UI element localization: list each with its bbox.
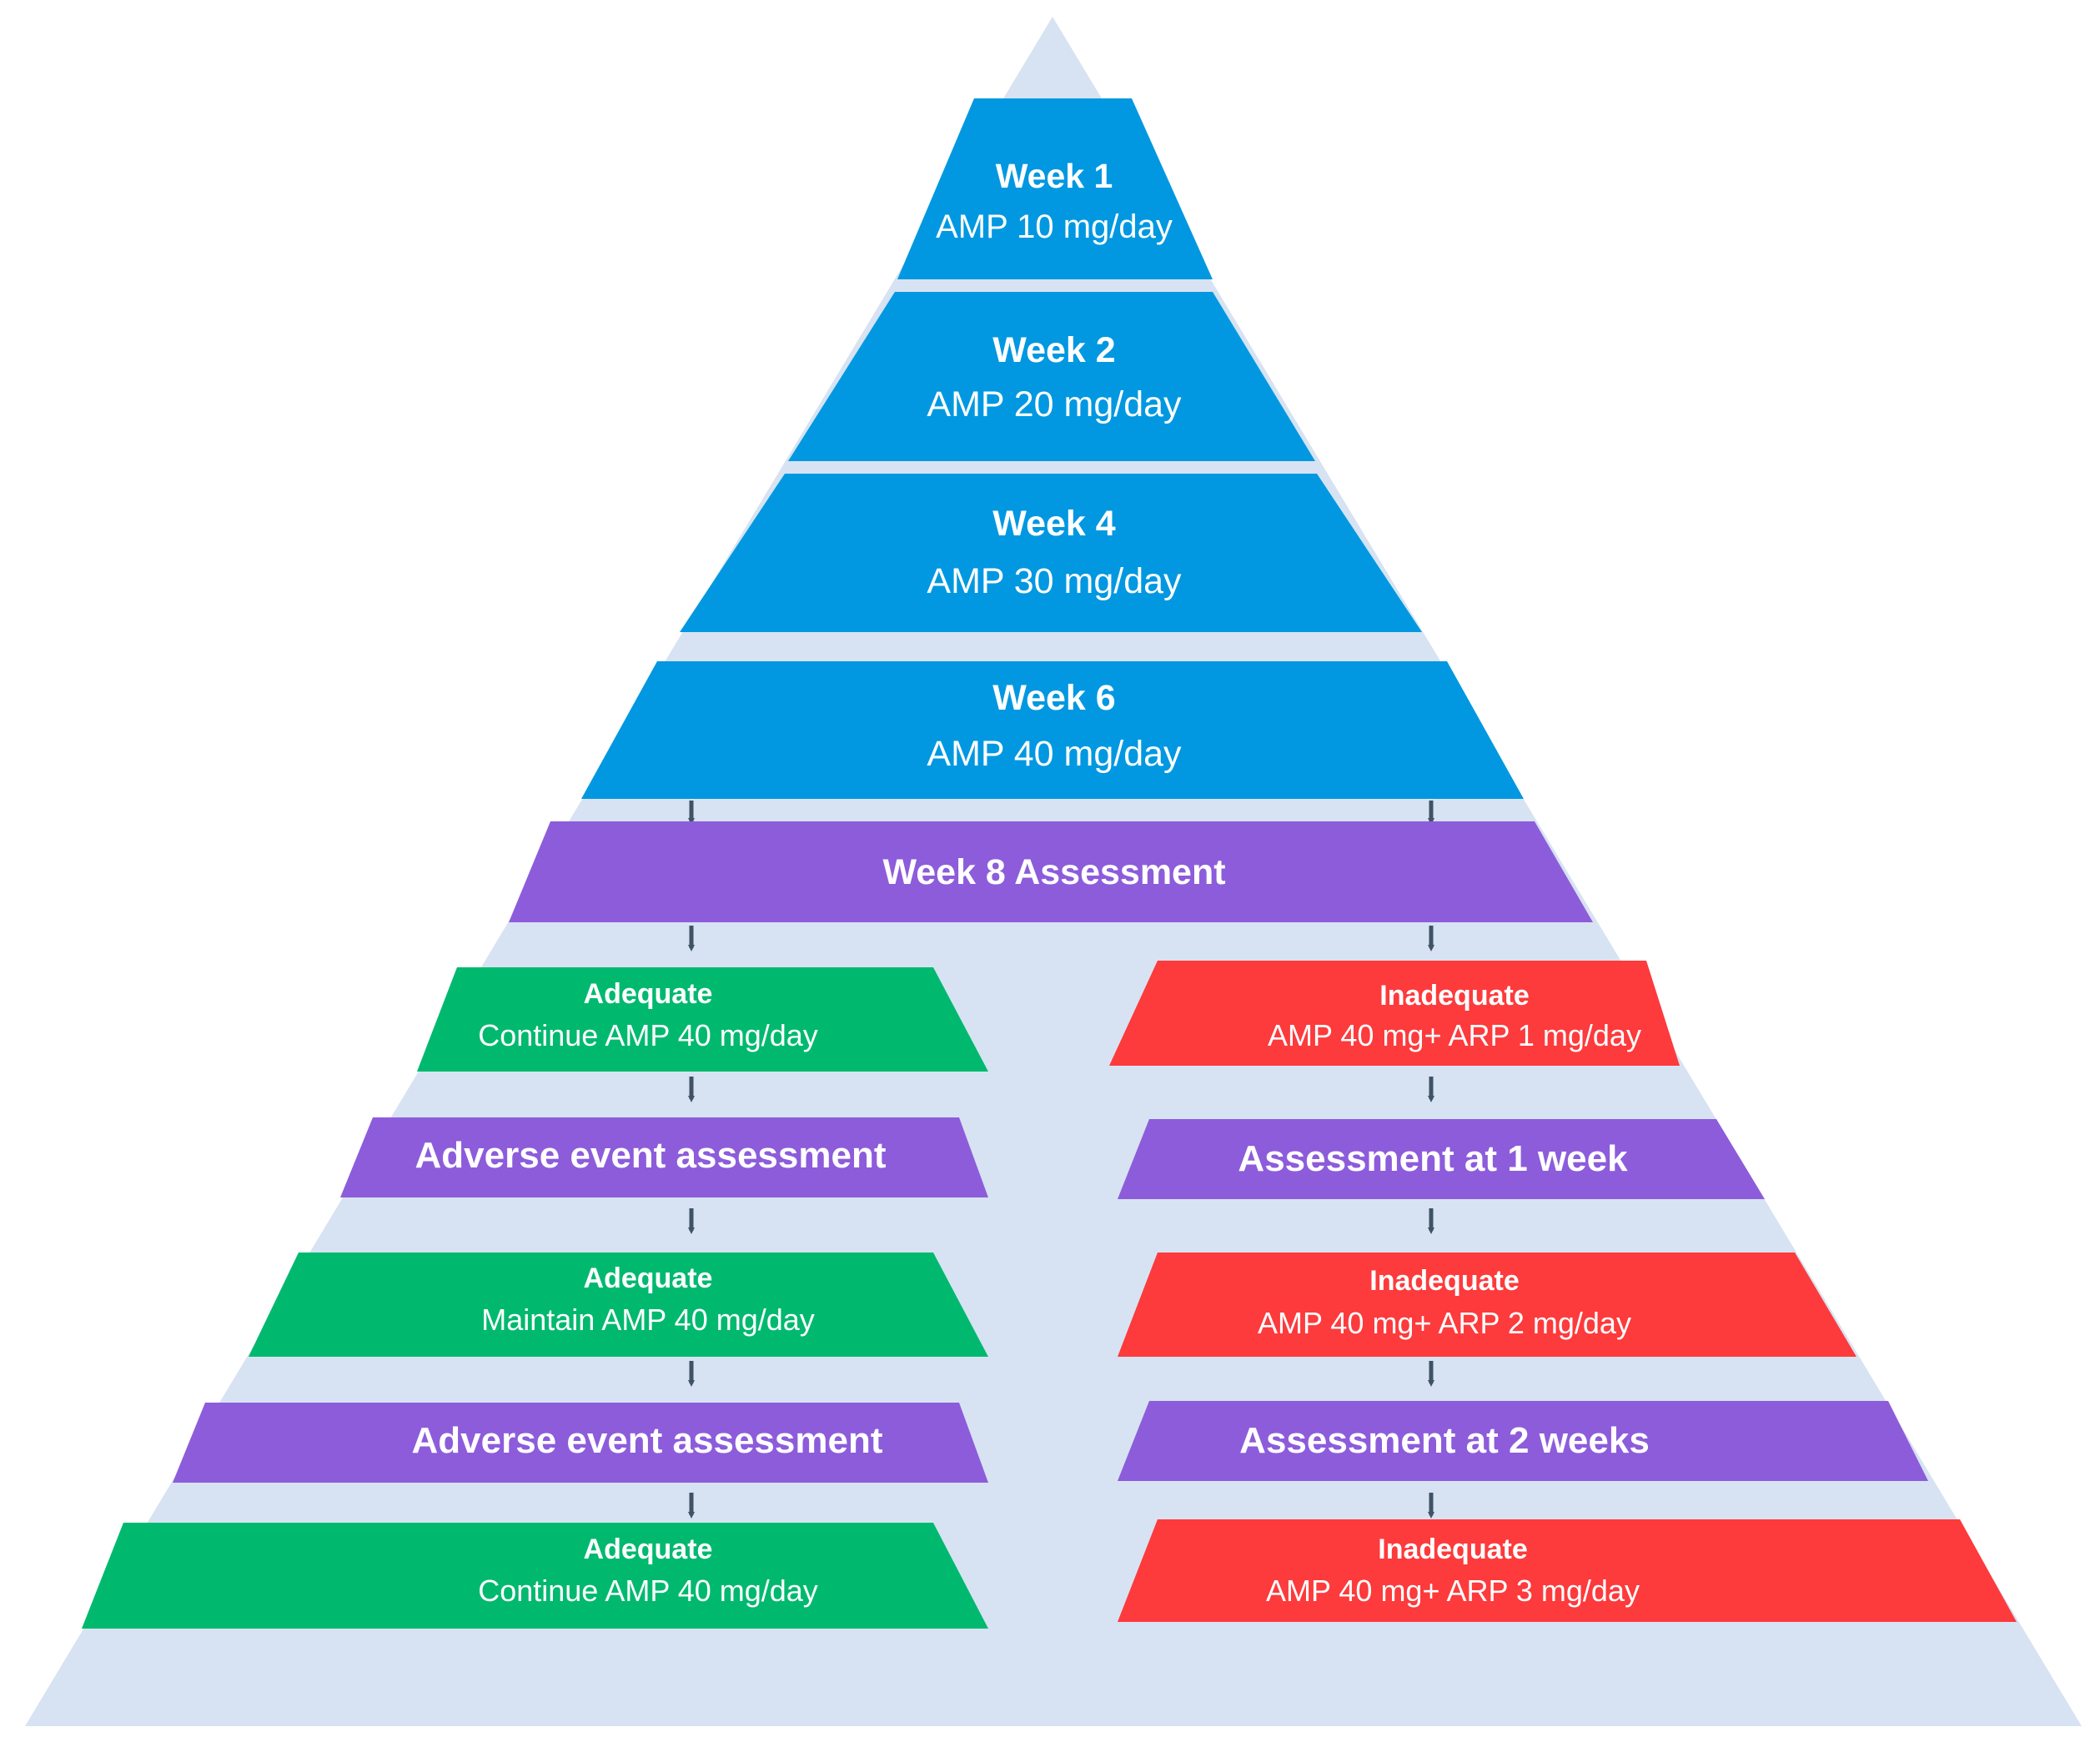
inadequate-detail: AMP 40 mg+ ARP 1 mg/day xyxy=(1268,1018,1641,1052)
adequate-detail: Continue AMP 40 mg/day xyxy=(478,1018,818,1052)
adequate-outcome-1: Adequate Continue AMP 40 mg/day xyxy=(417,967,988,1072)
assessment-at-1-week-label: Assessment at 1 week xyxy=(1238,1138,1628,1179)
dose-step-dose: AMP 30 mg/day xyxy=(927,561,1182,601)
adequate-title: Adequate xyxy=(584,1534,713,1565)
adequate-outcome-3: Adequate Continue AMP 40 mg/day xyxy=(82,1523,988,1629)
inadequate-title: Inadequate xyxy=(1379,980,1529,1012)
assessment-at-2-weeks: Assessment at 2 weeks xyxy=(1118,1401,1928,1481)
adverse-event-assessment-label: Adverse event assessment xyxy=(415,1135,887,1176)
inadequate-title: Inadequate xyxy=(1378,1534,1527,1565)
week8-assessment-label: Week 8 Assessment xyxy=(882,852,1225,892)
dose-step-week-2: Week 2 AMP 20 mg/day xyxy=(788,292,1315,461)
assessment-at-1-week: Assessment at 1 week xyxy=(1118,1119,1765,1199)
dose-step-dose: AMP 20 mg/day xyxy=(927,384,1182,424)
inadequate-detail: AMP 40 mg+ ARP 2 mg/day xyxy=(1258,1306,1631,1340)
inadequate-title: Inadequate xyxy=(1369,1265,1519,1297)
dose-step-title: Week 6 xyxy=(992,678,1115,718)
adverse-event-assessment-label: Adverse event assessment xyxy=(412,1420,883,1461)
inadequate-detail: AMP 40 mg+ ARP 3 mg/day xyxy=(1266,1574,1640,1608)
adequate-title: Adequate xyxy=(584,1263,713,1294)
adequate-detail: Maintain AMP 40 mg/day xyxy=(481,1303,815,1337)
dose-step-title: Week 4 xyxy=(992,504,1115,544)
adequate-title: Adequate xyxy=(584,978,713,1010)
adverse-event-assessment-1: Adverse event assessment xyxy=(340,1117,988,1197)
dose-step-week-6: Week 6 AMP 40 mg/day xyxy=(581,661,1524,799)
dose-step-dose: AMP 10 mg/day xyxy=(936,208,1173,245)
adverse-event-assessment-2: Adverse event assessment xyxy=(173,1403,988,1483)
week8-assessment: Week 8 Assessment xyxy=(509,821,1593,922)
inadequate-outcome-1: Inadequate AMP 40 mg+ ARP 1 mg/day xyxy=(1109,961,1680,1066)
dose-step-week-1: Week 1 AMP 10 mg/day xyxy=(897,98,1213,279)
dose-step-title: Week 2 xyxy=(992,330,1115,370)
inadequate-outcome-3: Inadequate AMP 40 mg+ ARP 3 mg/day xyxy=(1118,1519,2017,1622)
adequate-outcome-2: Adequate Maintain AMP 40 mg/day xyxy=(249,1253,988,1357)
dose-step-dose: AMP 40 mg/day xyxy=(927,734,1182,774)
assessment-at-2-weeks-label: Assessment at 2 weeks xyxy=(1239,1420,1650,1461)
dose-step-title: Week 1 xyxy=(996,157,1113,195)
inadequate-outcome-2: Inadequate AMP 40 mg+ ARP 2 mg/day xyxy=(1118,1253,1856,1357)
dose-step-week-4: Week 4 AMP 30 mg/day xyxy=(680,474,1422,632)
adequate-detail: Continue AMP 40 mg/day xyxy=(478,1574,818,1608)
